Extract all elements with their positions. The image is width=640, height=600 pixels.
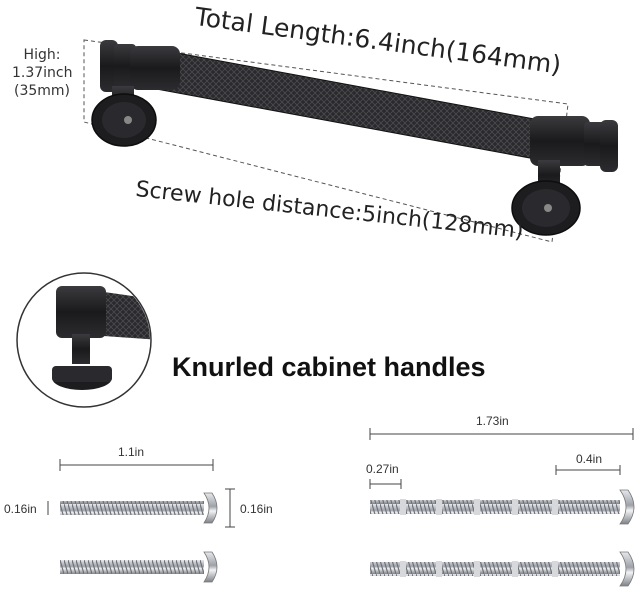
handle-right-end	[511, 116, 618, 236]
closeup-circle	[16, 272, 152, 408]
long-screw-left-segment-label: 0.27in	[366, 462, 399, 476]
height-label: High: 1.37inch (35mm)	[12, 46, 73, 100]
height-label-inch: 1.37inch	[12, 65, 73, 81]
short-screw-length-label: 1.1in	[118, 445, 145, 459]
short-screw-bottom	[60, 551, 218, 583]
screw-hole-left	[124, 116, 132, 124]
total-length-dashed-box	[83, 39, 569, 243]
height-label-mm: (35mm)	[13, 83, 70, 99]
short-screw-dia-right-label: 0.16in	[240, 502, 273, 516]
long-screw-right-segment-label: 0.4in	[576, 452, 603, 466]
long-screw-bottom	[370, 551, 635, 587]
screw-hole-right	[544, 204, 552, 212]
short-screw-top	[60, 492, 218, 524]
long-screw-top	[370, 489, 635, 525]
long-screw-length-label: 1.73in	[476, 414, 509, 428]
dimension-lines	[47, 428, 634, 528]
height-label-title: High:	[23, 47, 61, 63]
product-heading: Knurled cabinet handles	[172, 352, 486, 382]
handle-left-end	[91, 40, 180, 147]
short-screw-dia-left-label: 0.16in	[4, 502, 37, 516]
